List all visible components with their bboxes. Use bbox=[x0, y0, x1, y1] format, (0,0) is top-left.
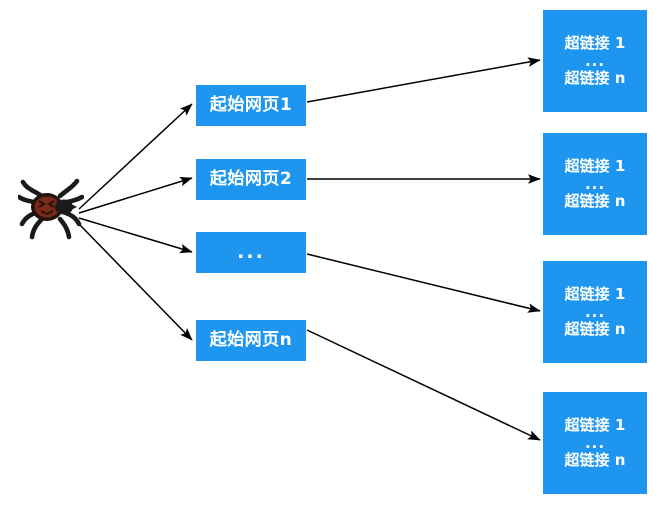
link-node-4[interactable]: 超链接 1 ... 超链接 n bbox=[543, 392, 647, 494]
link-node-3[interactable]: 超链接 1 ... 超链接 n bbox=[543, 261, 647, 363]
seed-node-4[interactable]: 起始网页n bbox=[196, 320, 306, 361]
link-node-3-last: 超链接 n bbox=[564, 320, 626, 338]
link-node-3-middle: ... bbox=[584, 303, 606, 321]
seed-node-4-label: 起始网页n bbox=[209, 329, 293, 350]
link-node-4-first: 超链接 1 bbox=[564, 415, 626, 434]
seed-node-2-label: 起始网页2 bbox=[209, 168, 293, 189]
edge-spider-to-seed-1 bbox=[78, 103, 193, 210]
seed-node-3[interactable]: ... bbox=[196, 232, 306, 273]
link-node-2-first: 超链接 1 bbox=[564, 156, 626, 175]
edge-spider-to-seed-3 bbox=[78, 217, 193, 254]
edge-spider-to-seed-2 bbox=[78, 176, 193, 214]
link-node-2[interactable]: 超链接 1 ... 超链接 n bbox=[543, 133, 647, 235]
link-node-2-middle: ... bbox=[584, 175, 606, 193]
link-node-3-first: 超链接 1 bbox=[564, 284, 626, 303]
edge-spider-to-seed-4 bbox=[78, 223, 193, 341]
seed-node-1-label: 起始网页1 bbox=[209, 94, 293, 115]
seed-node-3-label: ... bbox=[237, 241, 265, 263]
edge-seed-3-to-link-3 bbox=[306, 253, 541, 313]
seed-node-2[interactable]: 起始网页2 bbox=[196, 159, 306, 200]
edge-seed-4-to-link-4 bbox=[306, 329, 541, 441]
link-node-2-last: 超链接 n bbox=[564, 192, 626, 210]
seed-node-1[interactable]: 起始网页1 bbox=[196, 85, 306, 126]
link-node-4-middle: ... bbox=[584, 434, 606, 452]
link-node-1[interactable]: 超链接 1 ... 超链接 n bbox=[543, 10, 647, 112]
link-node-4-last: 超链接 n bbox=[564, 451, 626, 469]
edge-seed-1-to-link-1 bbox=[306, 57, 541, 103]
link-node-1-last: 超链接 n bbox=[564, 69, 626, 87]
spider-icon bbox=[18, 178, 84, 240]
link-node-1-middle: ... bbox=[584, 52, 606, 70]
link-node-1-first: 超链接 1 bbox=[564, 33, 626, 52]
